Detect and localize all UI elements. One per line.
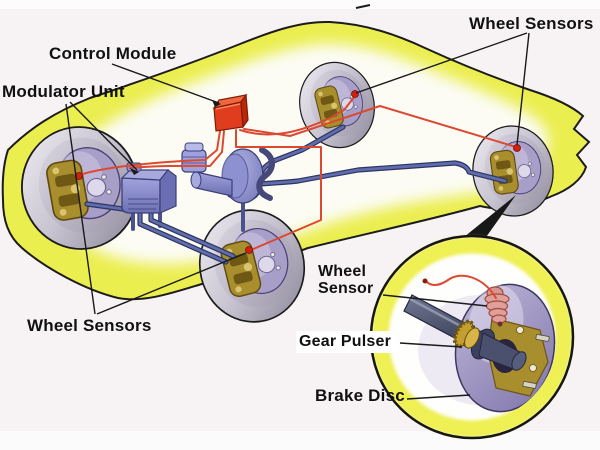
inset-axle-shaft	[403, 294, 527, 371]
label-modulator-unit: Modulator Unit	[2, 82, 125, 101]
leader-lines	[65, 32, 530, 400]
wheel-stud	[535, 334, 550, 342]
wheel-sensor-dot-rear-left	[351, 90, 359, 98]
label-wheel-sensors-top: Wheel Sensors	[469, 14, 594, 33]
label-wheel-sensors-bottom: Wheel Sensors	[27, 316, 152, 335]
wheel-sensor-dot-front-right	[245, 246, 253, 254]
inset-sensor-wire	[425, 274, 497, 299]
label-gear-pulser: Gear Pulser	[296, 331, 397, 353]
inset-circle	[369, 234, 575, 440]
sensor-wires	[79, 95, 517, 251]
booster-bracket	[256, 147, 275, 201]
wheel-stud	[522, 381, 537, 389]
inset-gear-pulser	[452, 319, 480, 349]
reservoir-cap	[184, 142, 204, 152]
label-inset-wheel-sensor: Wheel Sensor	[318, 263, 374, 297]
wheel-sensor-dot-rear-right	[513, 144, 521, 152]
inset-wheel-sensor-part	[484, 286, 510, 327]
modulator-unit-box	[120, 162, 177, 214]
label-brake-disc: Brake Disc	[315, 386, 405, 405]
roof-mark	[355, 4, 371, 9]
label-control-module: Control Module	[49, 44, 177, 63]
control-module-box	[212, 93, 249, 132]
